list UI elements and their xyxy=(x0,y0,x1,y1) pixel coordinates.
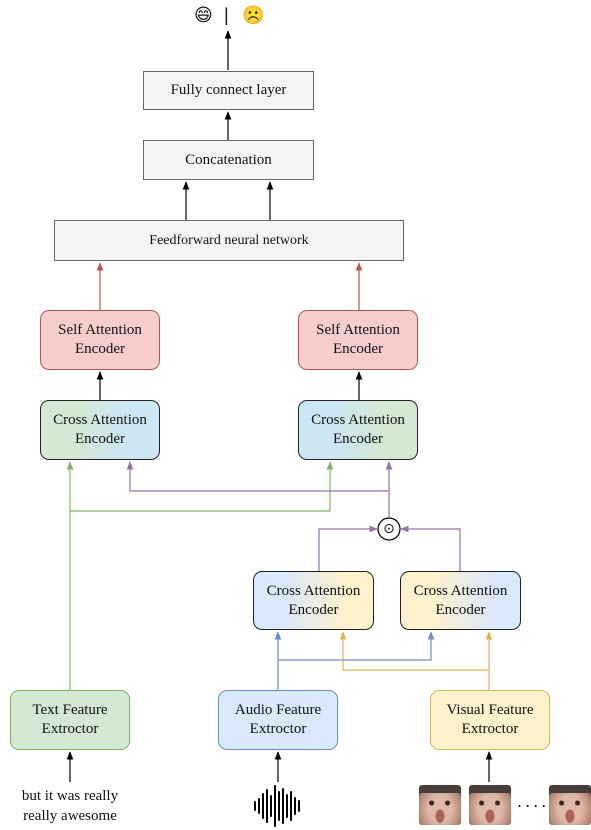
self-attention-left-label: Self Attention Encoder xyxy=(58,322,142,357)
audio-waveform-icon xyxy=(254,785,300,827)
self-attention-right-label: Self Attention Encoder xyxy=(316,322,400,357)
self-attention-encoder-right: Self Attention Encoder xyxy=(298,310,418,370)
visual-feature-extractor: Visual Feature Extroctor xyxy=(430,690,550,750)
grinning-face-emoji: 😄 xyxy=(194,5,213,26)
concatenation-node: Concatenation xyxy=(143,140,314,180)
dot-operator-circle xyxy=(377,517,401,541)
cross-attention-visual-label: Cross Attention Encoder xyxy=(413,582,508,618)
line-fusion-to-left xyxy=(126,461,389,492)
audio-extractor-label: Audio Feature Extroctor xyxy=(234,702,322,737)
cross-attention-encoder-visual: Cross Attention Encoder xyxy=(400,571,521,630)
cross-attention-right-label: Cross Attention Encoder xyxy=(311,412,405,447)
cross-attention-encoder-left: Cross Attention Encoder xyxy=(40,400,160,460)
line-text-stream-to-right xyxy=(70,461,334,512)
feedforward-label: Feedforward neural network xyxy=(149,233,309,248)
text-feature-extractor: Text Feature Extroctor xyxy=(10,690,130,750)
self-attention-encoder-left: Self Attention Encoder xyxy=(40,310,160,370)
dot-operator-symbol: ⊙ xyxy=(383,521,395,537)
cross-attention-encoder-right: Cross Attention Encoder xyxy=(298,400,418,460)
line-cross-visual-to-dot xyxy=(400,525,461,571)
visual-extractor-label: Visual Feature Extroctor xyxy=(446,702,534,737)
frames-ellipsis: .... xyxy=(517,792,550,811)
cross-attention-encoder-audio: Cross Attention Encoder xyxy=(253,571,374,630)
face-frame-3 xyxy=(549,785,591,825)
feedforward-node: Feedforward neural network xyxy=(54,220,404,261)
text-extractor-label: Text Feature Extroctor xyxy=(32,702,108,737)
face-frame-2 xyxy=(469,785,511,825)
output-separator: | xyxy=(224,5,229,25)
concatenation-label: Concatenation xyxy=(185,151,272,168)
fully-connect-layer-node: Fully connect layer xyxy=(143,71,314,110)
text-input-sample: but it was really really awesome xyxy=(21,788,119,824)
cross-attention-audio-label: Cross Attention Encoder xyxy=(266,582,361,618)
line-visual-to-audio-cross xyxy=(339,631,489,671)
cross-attention-left-label: Cross Attention Encoder xyxy=(53,412,147,447)
audio-feature-extractor: Audio Feature Extroctor xyxy=(218,690,338,750)
line-cross-audio-to-dot xyxy=(318,525,378,571)
line-audio-to-visual-cross xyxy=(278,631,435,661)
frowning-face-emoji: ☹️ xyxy=(242,5,265,26)
face-frame-1 xyxy=(419,785,461,825)
fully-connect-layer-label: Fully connect layer xyxy=(170,82,287,98)
